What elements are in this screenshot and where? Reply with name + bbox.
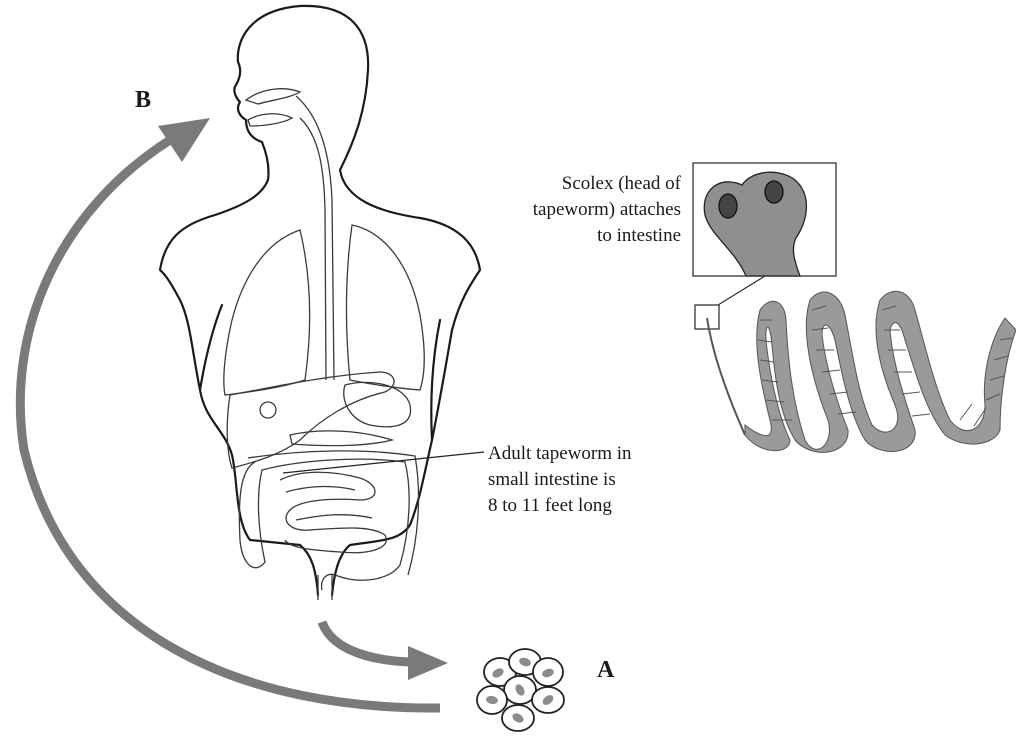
scolex-sucker bbox=[719, 194, 737, 218]
adult-tapeworm bbox=[707, 291, 1016, 452]
scolex-marker-box bbox=[695, 305, 719, 329]
scolex-sucker bbox=[765, 181, 783, 203]
egg bbox=[532, 687, 564, 713]
adult-tapeworm-caption: Adult tapeworm in small intestine is 8 t… bbox=[488, 443, 632, 516]
gallbladder bbox=[260, 402, 276, 418]
oral-cavity bbox=[248, 114, 292, 126]
scolex-caption: Scolex (head of tapeworm) attaches to in… bbox=[533, 173, 682, 246]
left-lung bbox=[224, 230, 310, 395]
nasal-cavity bbox=[246, 89, 300, 104]
pancreas bbox=[290, 431, 392, 446]
liver bbox=[227, 372, 394, 468]
tapeworm-eggs bbox=[477, 649, 564, 731]
arrowhead-to-eggs bbox=[408, 646, 448, 680]
body-outline bbox=[160, 6, 480, 595]
adult-caption-line: 8 to 11 feet long bbox=[488, 495, 612, 516]
stomach bbox=[344, 382, 411, 426]
adult-tapeworm-leader bbox=[283, 452, 484, 473]
egg bbox=[477, 686, 507, 714]
adult-caption-line: Adult tapeworm in bbox=[488, 443, 632, 464]
label-a: A bbox=[597, 657, 615, 683]
internal-organs bbox=[224, 89, 424, 600]
arrow-to-eggs bbox=[322, 622, 410, 662]
egg bbox=[502, 705, 534, 731]
arrow-to-mouth bbox=[20, 140, 440, 708]
right-lung bbox=[346, 225, 424, 390]
large-intestine-outer bbox=[248, 451, 419, 575]
inset-leader bbox=[718, 276, 765, 305]
left-armpit bbox=[200, 305, 222, 390]
scolex-caption-line: to intestine bbox=[597, 225, 681, 246]
scolex-caption-line: Scolex (head of bbox=[562, 173, 682, 194]
rectum bbox=[318, 575, 332, 600]
small-intestine bbox=[280, 472, 386, 552]
label-b: B bbox=[135, 87, 151, 113]
adult-caption-line: small intestine is bbox=[488, 469, 616, 490]
large-intestine bbox=[239, 459, 409, 590]
life-cycle-arrows bbox=[20, 118, 448, 708]
scolex-caption-line: tapeworm) attaches bbox=[533, 199, 681, 220]
egg bbox=[533, 658, 563, 686]
human-body bbox=[160, 6, 480, 595]
